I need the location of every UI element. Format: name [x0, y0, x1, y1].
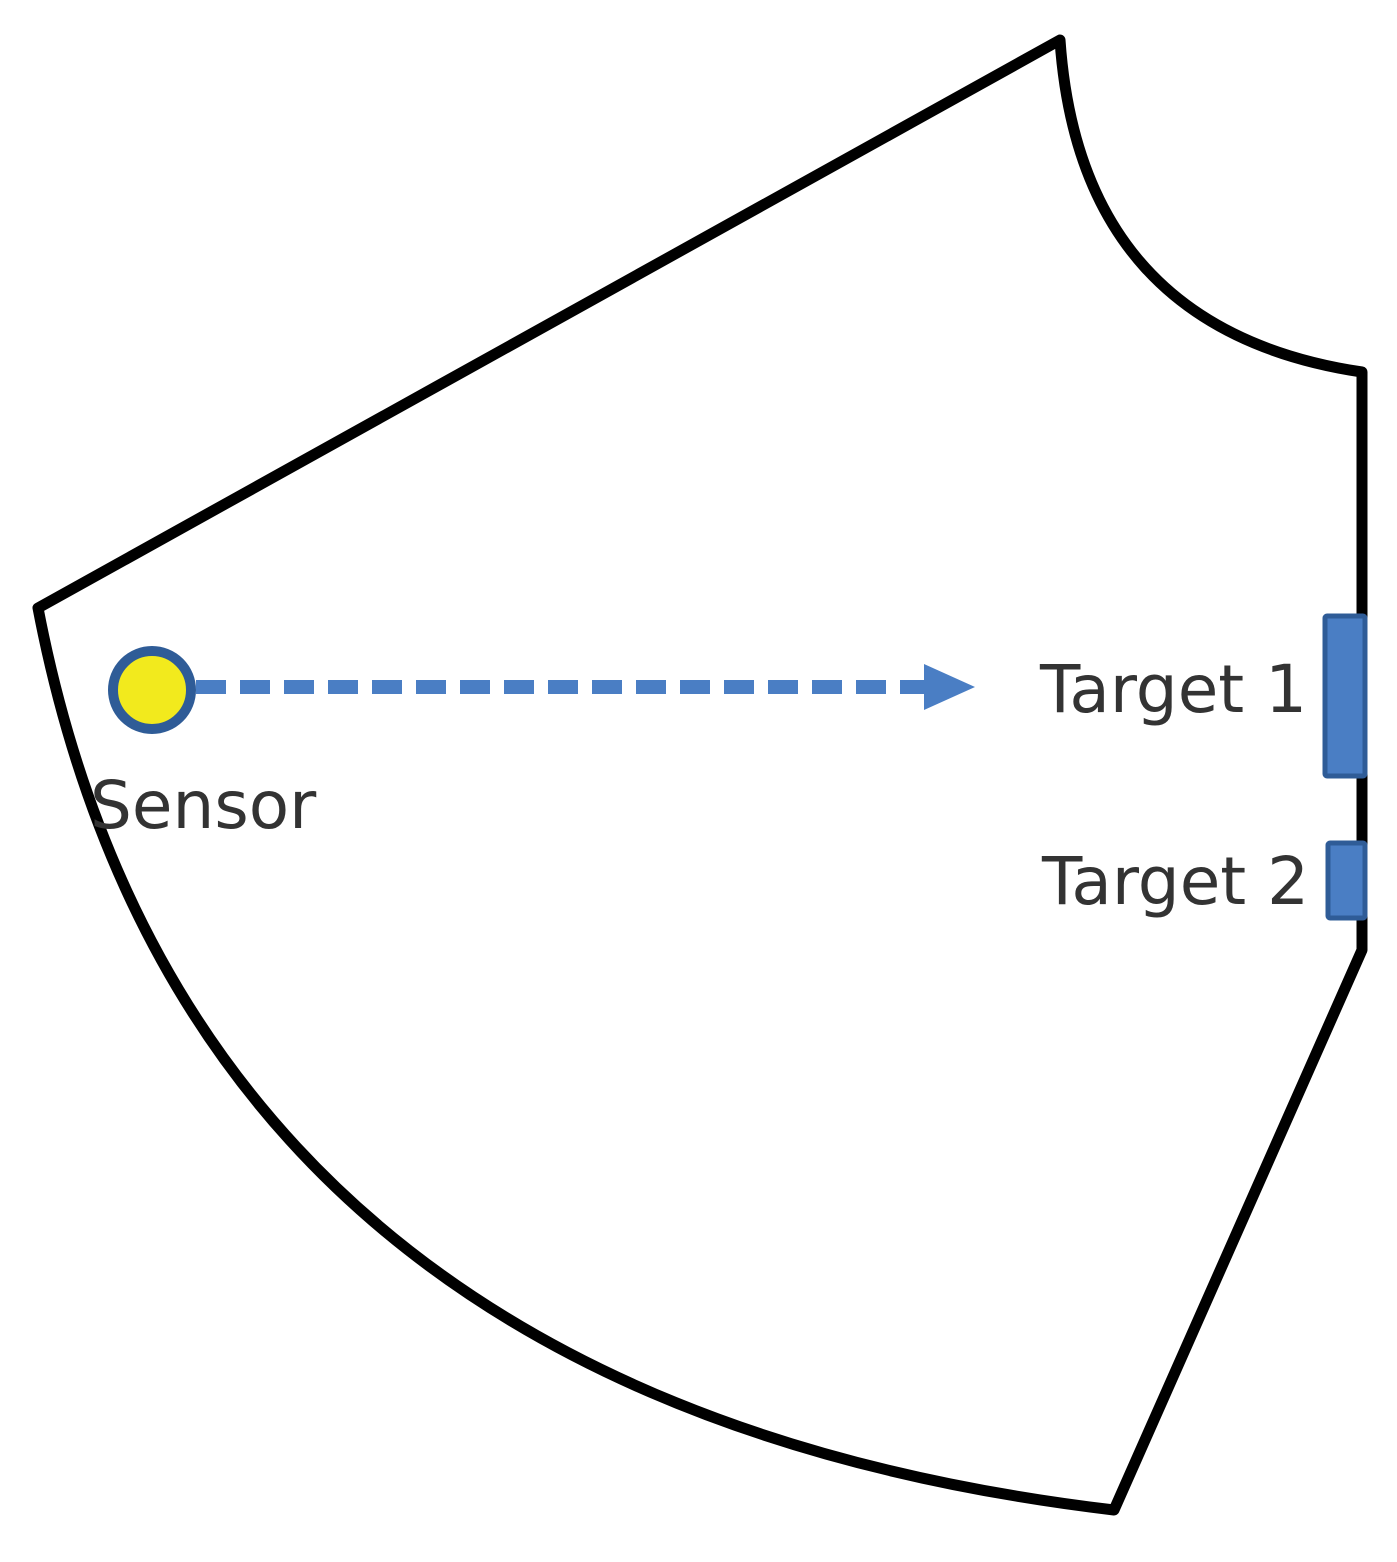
- target-1-label: Target 1: [1039, 651, 1307, 728]
- sensor-icon: [108, 646, 196, 734]
- room-boundary: [32, 34, 1368, 1516]
- target-2-label: Target 2: [1041, 843, 1309, 920]
- beam-arrowhead-icon: [924, 664, 975, 710]
- target-1-marker: [1322, 613, 1368, 779]
- target-2-marker: [1325, 840, 1368, 921]
- sensor-label: Sensor: [90, 767, 317, 844]
